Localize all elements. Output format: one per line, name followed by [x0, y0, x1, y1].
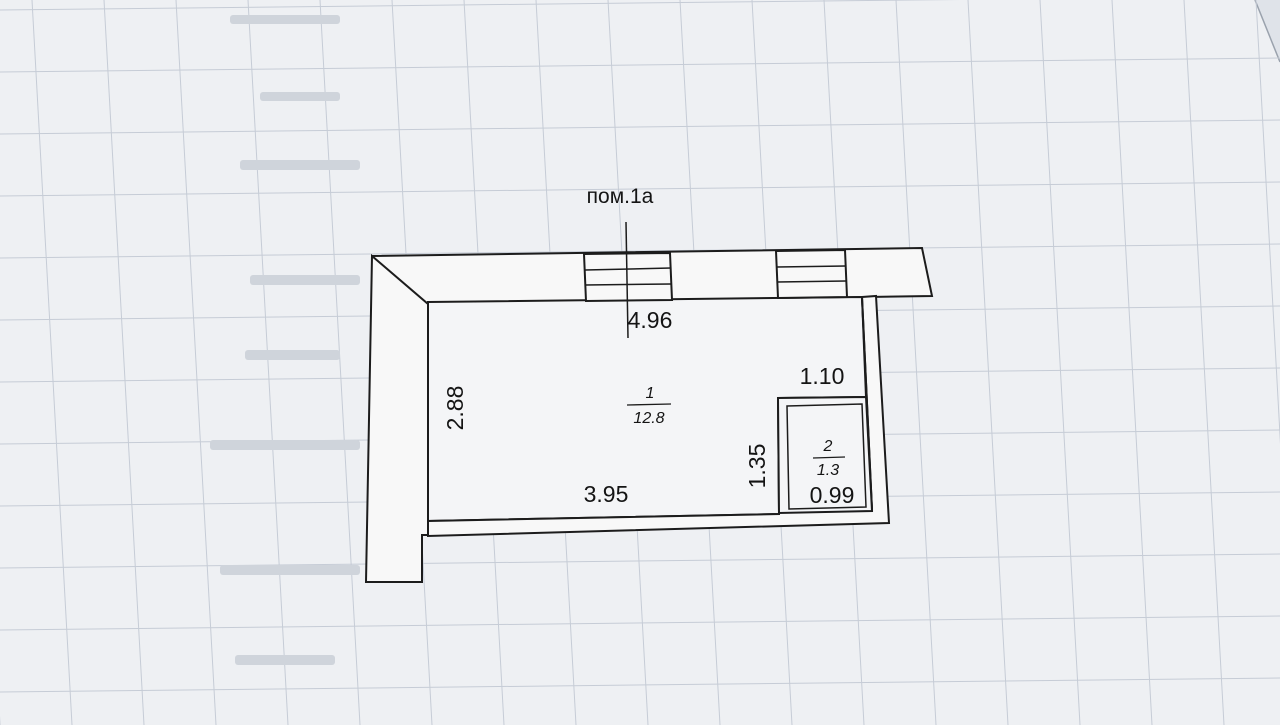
grid-line-horizontal: [0, 181, 1280, 197]
dimension-closet-top: 1.10: [800, 363, 845, 389]
grid-line-horizontal: [0, 57, 1280, 73]
room-2-area: 1.3: [817, 462, 839, 479]
window-right: [774, 248, 849, 300]
room-1-area: 12.8: [633, 410, 664, 427]
title-leader-line: [625, 221, 629, 339]
dimension-bottom: 3.95: [584, 481, 629, 507]
grid-line-vertical: [103, 0, 145, 725]
window-left: [582, 251, 674, 303]
room-2-label: 2 1.3: [812, 438, 846, 479]
room-2-number: 2: [823, 438, 833, 455]
grid-line-vertical: [1039, 0, 1081, 725]
show-through-marks: [210, 15, 360, 665]
grid-line-horizontal: [0, 243, 1280, 259]
grid-line-vertical: [895, 0, 937, 725]
grid-line-horizontal: [0, 615, 1280, 631]
grid-line-vertical: [319, 0, 361, 725]
room-2-outline: [776, 395, 874, 515]
outer-wall-left: [364, 253, 429, 583]
dimension-closet-side: 1.35: [744, 444, 770, 489]
room-2-inner-outline: [786, 403, 867, 510]
grid-line-horizontal: [0, 119, 1280, 135]
room-1-label: 1 12.8: [626, 385, 672, 427]
grid-line-vertical: [1255, 0, 1280, 445]
grid-line-horizontal: [0, 0, 961, 11]
grid-line-vertical: [1111, 0, 1153, 725]
grid-line-horizontal: [0, 677, 1280, 693]
grid-line-vertical: [967, 0, 1009, 725]
grid-line-vertical: [31, 0, 73, 725]
dimension-top: 4.96: [628, 307, 673, 333]
plan-title: пом.1а: [587, 185, 654, 208]
dimension-closet-bottom: 0.99: [810, 482, 855, 508]
grid-line-vertical: [175, 0, 217, 725]
paper-edge: [1254, 0, 1280, 63]
room-1-number: 1: [646, 385, 655, 402]
grid-line-horizontal: [0, 553, 1280, 569]
grid-line-vertical: [247, 0, 289, 725]
dimension-left: 2.88: [442, 386, 468, 431]
